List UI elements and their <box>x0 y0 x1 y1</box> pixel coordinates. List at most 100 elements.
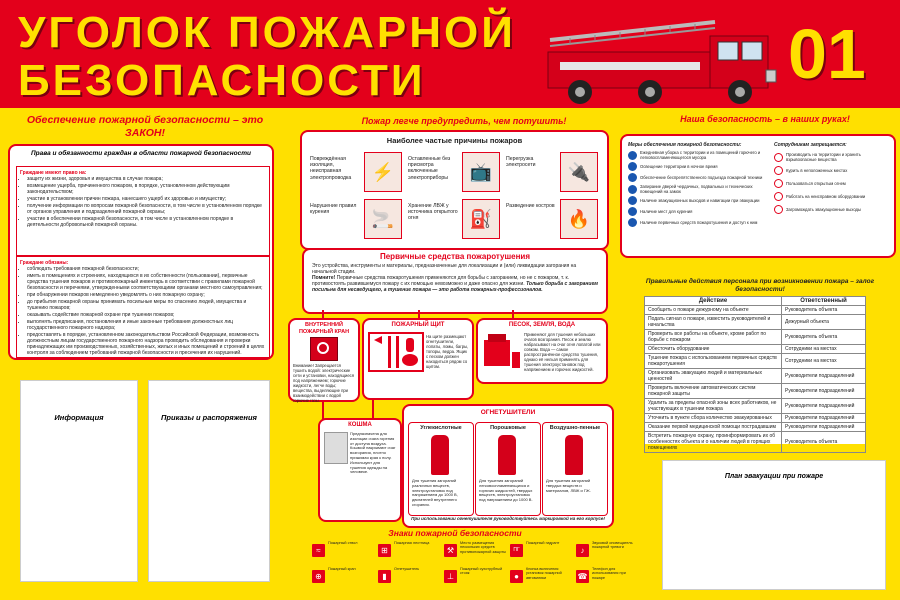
evacuation-plan-board: План эвакуации при пожаре <box>662 460 886 590</box>
measure-icon <box>628 207 637 216</box>
measure-item: Наличие первичных средств пожаротушения … <box>628 218 768 227</box>
measure-icon <box>628 196 637 205</box>
forbidden-text: Работать на неисправном оборудовании <box>786 194 866 199</box>
sign-item: ▮Огнетушитель <box>378 566 442 590</box>
prohibited-icon <box>774 179 783 188</box>
sand-title: ПЕСОК, ЗЕМЛЯ, ВОДА <box>508 322 576 328</box>
sign-item: ⊞Пожарная лестница <box>378 540 442 564</box>
rights-item: защиту их жизни, здоровья и имущества в … <box>27 176 266 182</box>
table-row: Встретить пожарную охрану, проинформиров… <box>643 431 866 453</box>
forbidden-item: Курить в неположенных местах <box>774 166 888 175</box>
primary-remember: Помните! <box>312 275 336 281</box>
forbidden-item: Загромождать эвакуационные выходы <box>774 205 888 214</box>
prohibited-icon <box>774 166 783 175</box>
cause-label: Перегрузка электросети <box>506 156 536 169</box>
duties-item: выполнять предписания, постановления и и… <box>27 319 266 331</box>
sign-label: Огнетушитель <box>394 567 420 571</box>
measure-icon <box>628 218 637 227</box>
sign-item: ⊥Пожарный сухотрубный стояк <box>444 566 508 590</box>
extinguisher-name: Порошковые <box>490 425 526 431</box>
prohibited-icon <box>774 152 783 162</box>
cause-item: Перегрузка электросети🔌 <box>504 150 600 194</box>
extinguisher-name: Воздушно-пенные <box>549 425 601 431</box>
sign-label: Место размещения нескольких средств прот… <box>460 541 506 554</box>
hydrant-title: ВНУТРЕННИЙ ПОЖАРНЫЙ КРАН <box>298 322 350 335</box>
cause-item: Нарушение правил курения🚬 <box>308 197 404 241</box>
responsible-cell: Дежурный объекта <box>781 314 866 330</box>
duties-box: Граждане обязаны: соблюдать требования п… <box>16 256 270 358</box>
causes-grid: Повреждённая изоляция, неисправная элект… <box>308 150 602 244</box>
blanket-panel: КОШМА Предназначена для изоляции очага г… <box>318 418 402 522</box>
orders-label: Приказы и распоряжения <box>161 413 257 422</box>
left-heading: Обеспечение пожарной безопасности – это … <box>26 114 264 139</box>
actions-col-action: Действие <box>643 296 783 306</box>
responsible-cell: Руководители подразделений <box>781 398 866 414</box>
duties-item: предоставлять в порядке, установленном з… <box>27 332 266 356</box>
action-cell: Проверить включение автоматических систе… <box>643 383 783 399</box>
sign-label: Пожарный кран <box>328 567 356 571</box>
canister-icon: ⛽ <box>462 199 500 239</box>
rights-subheading: Права и обязанности граждан в области по… <box>30 150 251 157</box>
extinguisher-text: Для тушения загораний различных веществ,… <box>412 478 458 507</box>
measure-item: Наличие эвакуационных выходов и навигаци… <box>628 196 768 205</box>
evacuation-label: План эвакуации при пожаре <box>724 473 824 480</box>
forbidden-item: Работать на неисправном оборудовании <box>774 192 888 201</box>
responsible-cell: Руководители подразделений <box>781 413 866 423</box>
hydrant-cabinet-icon <box>310 337 338 361</box>
duties-title: Граждане обязаны: <box>20 260 69 266</box>
sign-label: Пожарный сухотрубный стояк <box>460 567 503 576</box>
forbidden-list: Производить на территории и хранить взры… <box>774 152 888 214</box>
primary-text2: Первичные средства пожаротушения применя… <box>312 275 570 287</box>
responsible-cell: Сотрудники на местах <box>781 353 866 369</box>
arrow-to-hydrant <box>322 310 324 320</box>
cause-item: Повреждённая изоляция, неисправная элект… <box>308 150 404 194</box>
extinguisher-icon <box>498 435 516 475</box>
signs-grid: ≈Пожарный ствол⊞Пожарная лестница⚒Место … <box>312 540 642 592</box>
action-cell: Оказание первой медицинской помощи постр… <box>643 422 783 432</box>
button-icon: ● <box>510 570 523 583</box>
forbidden-column: Сотрудникам запрещается: Производить на … <box>774 142 888 214</box>
blanket-title: КОШМА <box>348 422 372 428</box>
ladder-icon: ⊞ <box>378 544 391 557</box>
action-cell: Удалить за пределы опасной зоны всех раб… <box>643 398 783 414</box>
table-row: Удалить за пределы опасной зоны всех раб… <box>643 398 866 414</box>
sign-item: ☎Телефон для использования при пожаре <box>576 566 640 590</box>
rights-box: Граждане имеют право на: защиту их жизни… <box>16 166 270 256</box>
extinguisher-name: Углекислотные <box>420 425 462 431</box>
fire-truck-icon <box>547 20 777 104</box>
title-line-1: УГОЛОК ПОЖАРНОЙ <box>18 8 516 57</box>
center-slogan: Пожар легче предупредить, чем потушить! <box>361 116 567 126</box>
measures-list: Ежедневная уборка с территории и из поме… <box>628 150 768 227</box>
cause-item: Оставленные без присмотра включенные эле… <box>406 150 502 194</box>
bonfire-icon: 🔥 <box>560 199 598 239</box>
measure-item: Наличие мест для курения <box>628 207 768 216</box>
action-cell: Обесточить оборудование <box>643 344 783 354</box>
info-board: Информация <box>20 380 138 582</box>
extinguisher-icon: ▮ <box>378 570 391 583</box>
sign-label: Пожарная лестница <box>394 541 430 545</box>
measure-icon <box>628 173 637 182</box>
blanket-text: Предназначена для изоляции очага горения… <box>350 431 396 475</box>
extinguisher-text: Для тушения загораний твердых веществ и … <box>546 478 591 493</box>
measure-text: Обеспечение беспрепятственного подъезда … <box>640 175 763 180</box>
hose-icon: ≈ <box>312 544 325 557</box>
responsible-cell: Сотрудники на местах <box>781 344 866 354</box>
measure-text: Ежедневная уборка с территории и из поме… <box>640 150 761 160</box>
damaged-wire-icon: ⚡ <box>364 152 402 192</box>
action-cell: Уточнить в пункте сбора количество эваку… <box>643 413 783 423</box>
responsible-cell: Руководитель объекта <box>781 431 866 453</box>
measure-item: Освещение территории в ночное время <box>628 162 768 171</box>
duties-list: соблюдать требования пожарной безопаснос… <box>20 266 266 356</box>
table-row: Тушение пожара с использованием первичны… <box>643 353 866 369</box>
crane-icon: ⊕ <box>312 570 325 583</box>
rights-item: участие в установлении причин пожара, на… <box>27 196 266 202</box>
cause-label: Повреждённая изоляция, неисправная элект… <box>310 156 352 181</box>
actions-table: Действие Ответственный Сообщить о пожаре… <box>643 296 866 453</box>
alarm-icon: ♪ <box>576 544 589 557</box>
forbidden-title: Сотрудникам запрещается: <box>774 142 847 148</box>
primary-title: Первичные средства пожаротушения <box>379 252 531 261</box>
measure-item: Обеспечение беспрепятственного подъезда … <box>628 173 768 182</box>
actions-col-responsible: Ответственный <box>781 296 866 306</box>
